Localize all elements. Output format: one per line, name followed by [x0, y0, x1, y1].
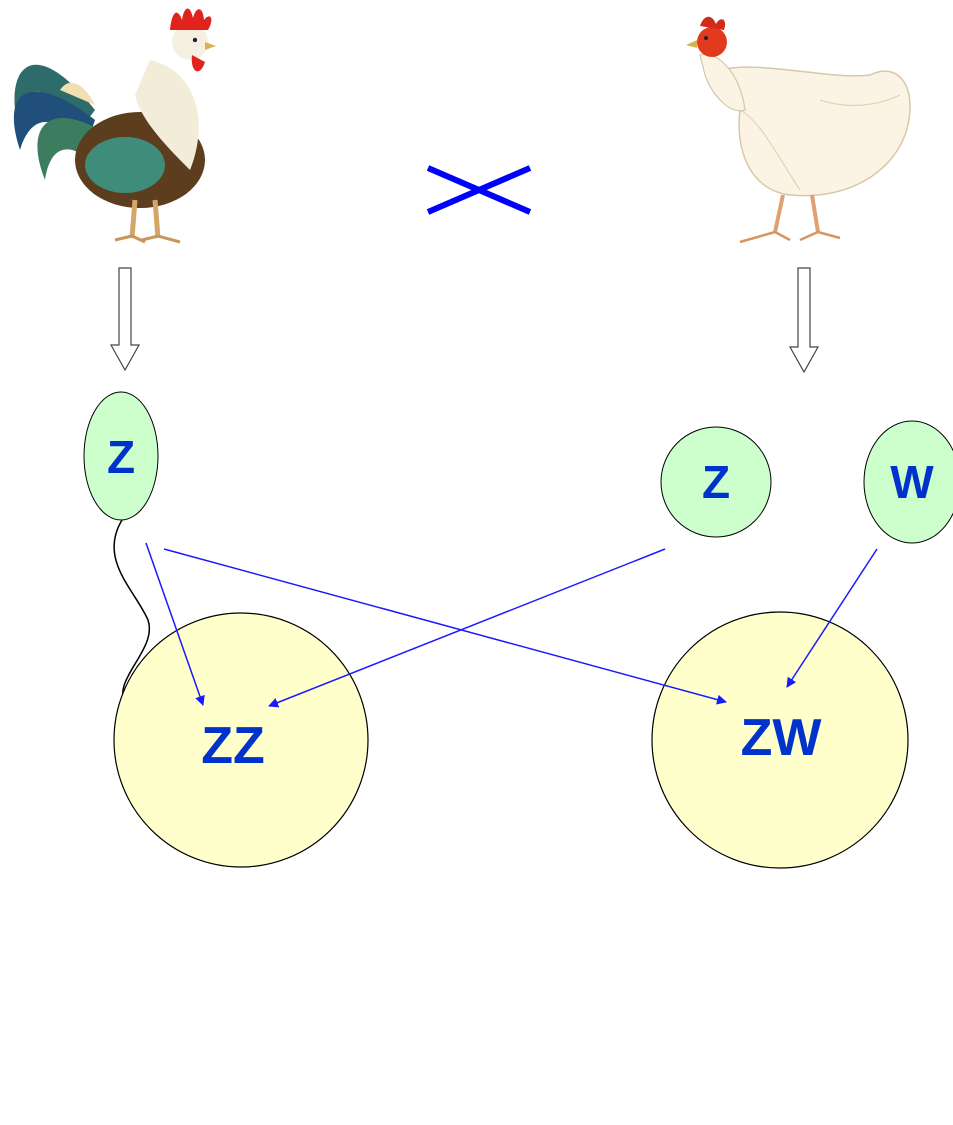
sperm-head: [83, 391, 159, 521]
zygote-zz-label: ZZ: [201, 717, 265, 775]
zygote-zw: ZW: [651, 611, 909, 869]
egg-gamete-w: W: [863, 420, 953, 544]
egg-gamete-z: Z: [660, 426, 772, 538]
arrow-sperm-to-zw: [163, 548, 727, 705]
down-arrow-male: [109, 267, 141, 372]
arrow-sperm-to-zz: [145, 542, 205, 706]
arrow-egg-z-to-zz: [268, 548, 666, 708]
down-arrow-female: [788, 267, 820, 374]
egg-z-label: Z: [702, 456, 730, 508]
rooster-icon: [13, 8, 216, 244]
sperm-gamete: Z: [83, 391, 159, 706]
sperm-tail: [113, 519, 151, 706]
egg-w-label: W: [890, 456, 934, 508]
arrow-egg-w-to-zw: [786, 548, 878, 688]
sperm-z-label: Z: [107, 431, 135, 483]
cross-symbol: [426, 165, 532, 215]
zygote-zw-label: ZW: [741, 709, 823, 767]
zygote-zz: ZZ: [113, 612, 369, 868]
hen-icon: [686, 16, 911, 244]
